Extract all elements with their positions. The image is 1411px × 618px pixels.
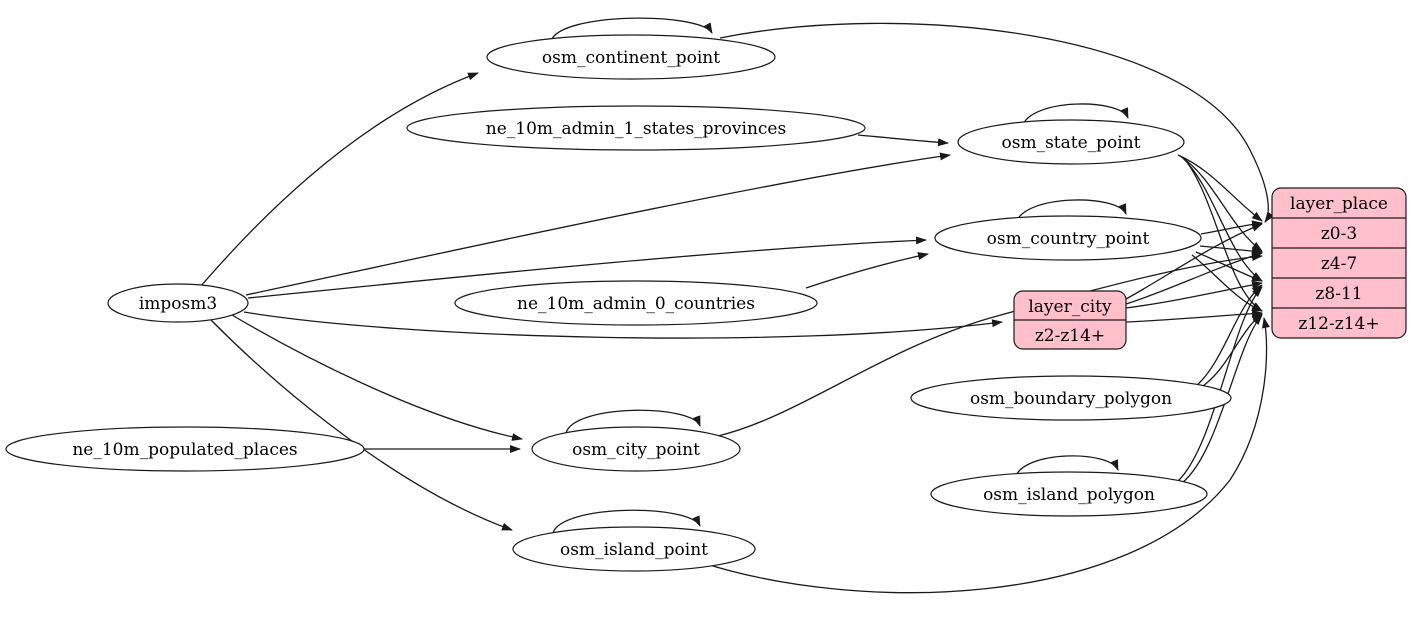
edge-layer <box>199 17 1275 594</box>
node-label-ne_populated: ne_10m_populated_places <box>72 440 297 460</box>
edge-selfloop-osm_continent_point <box>550 17 713 42</box>
record-row-layer_place-z0-3[interactable]: z0-3 <box>1321 224 1357 244</box>
edge-selfloop-osm_state_point <box>1021 103 1129 128</box>
node-label-osm_country_point: osm_country_point <box>987 229 1150 249</box>
record-layer_place[interactable]: layer_place z0-3 z4-7 z8-11 z12-z14+ <box>1271 187 1407 339</box>
node-osm_continent_point[interactable]: osm_continent_point <box>486 34 776 80</box>
edge-ne_states-to-osm_state_point <box>857 134 949 147</box>
edge-osm_state_point-to-layer_place-z8-11 <box>1181 156 1263 282</box>
edge-imposm3-to-osm_city_point <box>231 314 523 441</box>
edge-imposm3-to-osm_state_point <box>245 152 951 296</box>
edge-layer_city-to-layer_place-z12 <box>1125 309 1263 323</box>
record-layer: layer_place z0-3 z4-7 z8-11 z12-z14+ lay… <box>1013 187 1407 350</box>
node-imposm3[interactable]: imposm3 <box>107 283 249 323</box>
node-label-osm_state_point: osm_state_point <box>1002 133 1141 153</box>
node-osm_state_point[interactable]: osm_state_point <box>957 119 1185 165</box>
node-osm_island_polygon[interactable]: osm_island_polygon <box>930 471 1208 517</box>
edge-selfloop-osm_island_polygon <box>1014 455 1119 479</box>
node-ne_10m_populated_places[interactable]: ne_10m_populated_places <box>5 426 365 472</box>
node-label-imposm3: imposm3 <box>139 294 217 314</box>
node-label-ne_states: ne_10m_admin_1_states_provinces <box>486 119 786 139</box>
edge-imposm3-to-osm_continent_point <box>199 72 479 288</box>
edge-layer_city-to-layer_place-z8-11 <box>1125 280 1263 309</box>
edge-selfloop-osm_country_point <box>1015 199 1127 224</box>
edge-osm_country_point-to-layer_place-z12 <box>1191 254 1263 312</box>
record-row-layer_place-z4-7[interactable]: z4-7 <box>1321 254 1357 274</box>
node-label-osm_continent_point: osm_continent_point <box>542 48 720 68</box>
edge-osm_island_point-to-layer_place <box>699 317 1270 594</box>
record-row-layer_city-z2-z14[interactable]: z2-z14+ <box>1035 326 1105 346</box>
edge-layer_city-to-layer_place-z0-3 <box>1125 223 1263 300</box>
node-label-osm_city_point: osm_city_point <box>572 440 700 460</box>
edge-osm_country_point-to-layer_place-z8-11 <box>1195 251 1263 282</box>
edge-imposm3-to-osm_island_point <box>209 318 513 531</box>
edge-selfloop-osm_island_point <box>552 509 701 534</box>
edge-osm_state_point-to-layer_place-z0-3 <box>1177 154 1263 222</box>
node-osm_boundary_polygon[interactable]: osm_boundary_polygon <box>910 375 1232 421</box>
record-row-layer_place-z8-11[interactable]: z8-11 <box>1315 284 1362 304</box>
edge-osm_state_point-to-layer_place-z4-7 <box>1179 155 1263 252</box>
record-layer_city[interactable]: layer_city z2-z14+ <box>1013 290 1127 350</box>
edge-selfloop-osm_city_point <box>565 409 701 434</box>
node-ne_10m_admin_0_countries[interactable]: ne_10m_admin_0_countries <box>454 280 818 326</box>
node-label-osm_boundary_polygon: osm_boundary_polygon <box>970 389 1172 409</box>
edge-imposm3-to-osm_country_point <box>247 236 927 299</box>
edge-osm_city_point-to-layer_place <box>717 252 1263 437</box>
edge-osm_continent_point-to-layer_place <box>719 22 1275 223</box>
edge-ne_countries-to-osm_country_point <box>805 252 929 289</box>
node-layer: imposm3 ne_10m_admin_1_states_provinces … <box>5 34 1232 572</box>
node-osm_city_point[interactable]: osm_city_point <box>531 426 741 472</box>
edge-osm_country_point-to-layer_place-z4-7 <box>1199 245 1263 256</box>
node-label-ne_countries: ne_10m_admin_0_countries <box>517 294 755 314</box>
record-row-layer_city-title: layer_city <box>1028 297 1112 317</box>
node-label-osm_island_polygon: osm_island_polygon <box>983 485 1155 505</box>
node-ne_10m_admin_1_states_provinces[interactable]: ne_10m_admin_1_states_provinces <box>406 105 866 151</box>
edge-imposm3-to-layer_city <box>243 311 1003 339</box>
edge-osm_boundary_polygon-to-layer_place-z12 <box>1199 313 1263 389</box>
node-osm_island_point[interactable]: osm_island_point <box>512 526 756 572</box>
node-label-osm_island_point: osm_island_point <box>560 540 708 560</box>
edge-osm_island_polygon-to-layer_place-z8-11 <box>1177 286 1263 482</box>
record-row-layer_place-z12-z14[interactable]: z12-z14+ <box>1298 314 1379 334</box>
node-osm_country_point[interactable]: osm_country_point <box>934 215 1202 261</box>
record-row-layer_place-title: layer_place <box>1290 194 1388 214</box>
